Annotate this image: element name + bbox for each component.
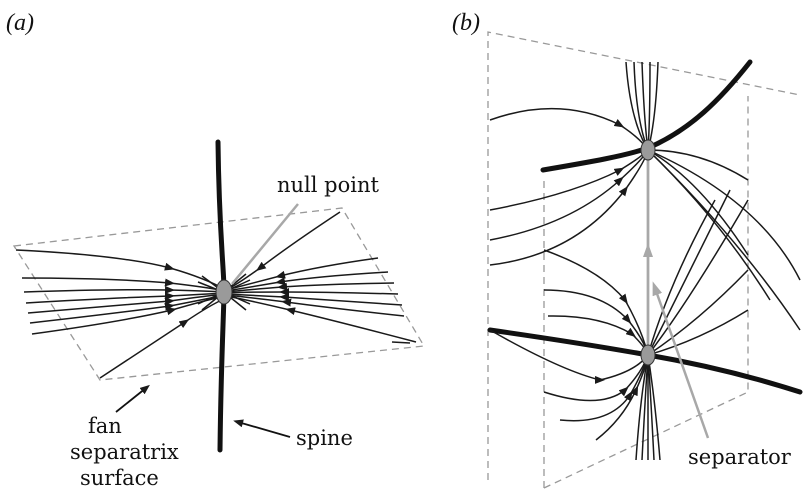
panel-a-label: (a) <box>6 10 34 36</box>
lower-plane-right <box>543 96 749 489</box>
lower-null-point <box>640 344 656 366</box>
separator-pointer <box>652 281 710 439</box>
upper-null-point <box>640 139 656 161</box>
separator-label: separator <box>688 445 792 469</box>
spine-pointer <box>233 419 291 438</box>
null-point-label: null point <box>277 173 379 197</box>
null-point-marker <box>215 279 233 305</box>
fan-field-lines <box>15 211 417 379</box>
fan-plane <box>12 207 426 381</box>
panel-a: (a) <box>6 10 426 490</box>
null-point-pointer <box>231 203 299 285</box>
upper-null-field-lines <box>489 61 801 331</box>
panel-b-label: (b) <box>452 10 480 36</box>
fan-label-line-1: fan <box>88 414 122 438</box>
panel-b: (b) <box>452 10 803 489</box>
spine-label: spine <box>296 426 353 450</box>
fan-label-line-3: surface <box>80 466 159 490</box>
fan-pointer <box>115 384 150 413</box>
fan-label-line-2: separatrix <box>70 440 179 464</box>
